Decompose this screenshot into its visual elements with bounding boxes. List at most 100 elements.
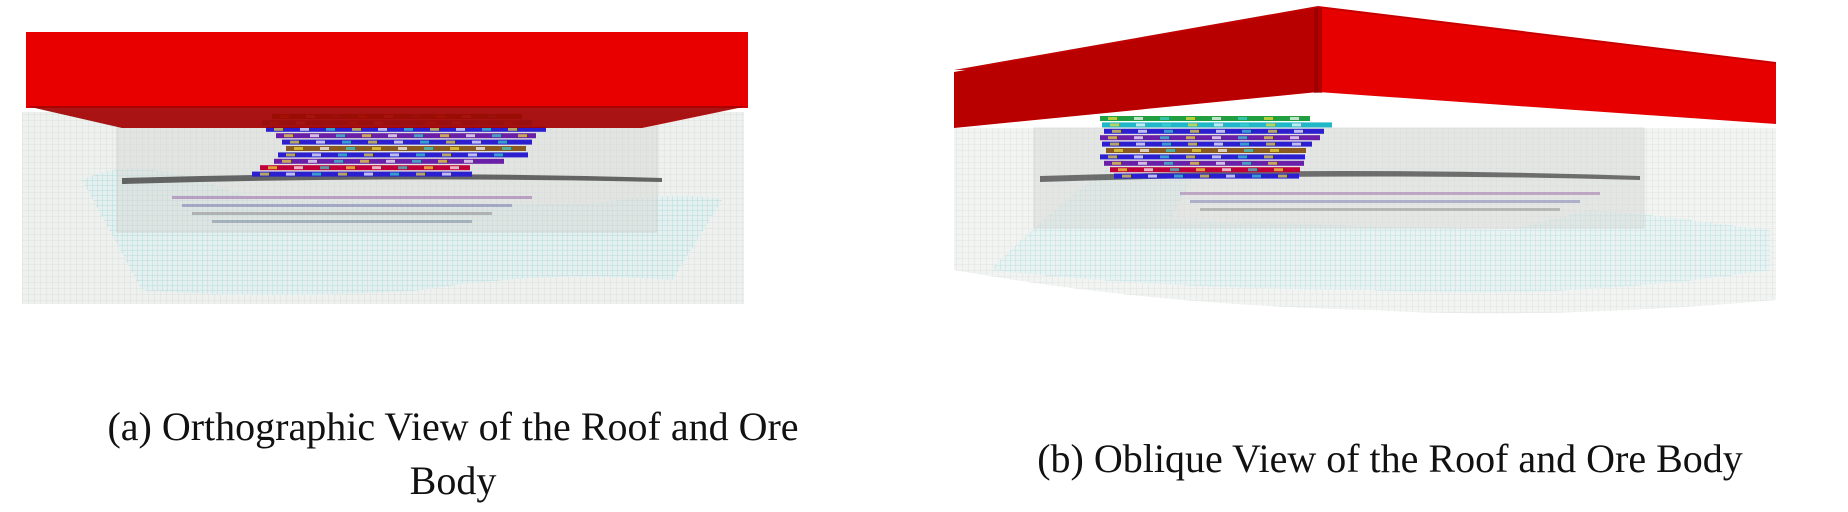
- ore-layer-detail: [342, 140, 351, 144]
- oblique-model-render: [954, 6, 1776, 314]
- ore-layer-detail: [1240, 123, 1249, 127]
- ore-layer-detail: [450, 166, 459, 170]
- ore-layer-detail: [468, 153, 477, 157]
- roof-ridge-shade: [1314, 8, 1322, 93]
- ore-layer-detail: [294, 166, 303, 170]
- ore-layer-detail: [300, 127, 309, 131]
- ore-layer-detail: [1112, 129, 1121, 133]
- ore-layer-detail: [1238, 155, 1247, 159]
- ore-layer-detail: [1278, 174, 1287, 178]
- ore-layer: [260, 165, 470, 171]
- ore-layer-detail: [294, 147, 303, 150]
- ore-layer-detail: [372, 147, 381, 150]
- ore-layer-detail: [442, 153, 451, 157]
- ore-layer-detail: [286, 172, 295, 176]
- ore-layer-detail: [420, 140, 429, 144]
- ore-layer-detail: [1238, 117, 1247, 120]
- ore-layer-detail: [1226, 174, 1235, 178]
- ore-layer-detail: [1264, 155, 1273, 159]
- ore-layer-detail: [1174, 174, 1183, 178]
- ore-layer-detail: [368, 140, 377, 144]
- ore-layer-detail: [456, 127, 465, 131]
- ore-layer: [278, 152, 528, 158]
- ore-layer-detail: [326, 127, 335, 131]
- ore-layer-detail: [1290, 117, 1299, 120]
- ore-layer-detail: [312, 172, 321, 176]
- ore-layer-detail: [424, 166, 433, 170]
- ore-layer-detail: [1186, 155, 1195, 159]
- ore-layer-detail: [1268, 129, 1277, 133]
- caption-b: (b) Oblique View of the Roof and Ore Bod…: [950, 432, 1830, 486]
- ore-layer-detail: [336, 134, 345, 138]
- ore-layer-detail: [466, 134, 475, 138]
- ore-layer-detail: [1164, 161, 1173, 165]
- ore-layer-detail: [442, 172, 451, 176]
- ore-layer-detail: [1110, 142, 1119, 146]
- ore-layer-detail: [388, 134, 397, 138]
- ore-layer-detail: [438, 159, 447, 163]
- ore-layer-detail: [1218, 149, 1227, 152]
- ore-layer-detail: [352, 127, 361, 131]
- caption-b-text: (b) Oblique View of the Roof and Ore Bod…: [1037, 436, 1743, 481]
- ore-layer-detail: [1252, 174, 1261, 178]
- ore-layer-detail: [1160, 117, 1169, 120]
- ore-layer-detail: [1266, 142, 1275, 146]
- ore-layer-detail: [424, 147, 433, 150]
- roof-underside: [26, 106, 748, 128]
- ore-layer-detail: [1134, 117, 1143, 120]
- ore-layer-detail: [398, 147, 407, 150]
- caption-a-line2: Body: [409, 458, 497, 503]
- ore-layer-detail: [1222, 168, 1231, 172]
- ore-layer-detail: [1268, 161, 1277, 165]
- ore-layer-detail: [404, 127, 413, 131]
- ore-layer-detail: [1138, 129, 1147, 133]
- ore-layer-detail: [1244, 149, 1253, 152]
- ore-layer-detail: [1294, 129, 1303, 133]
- ore-layer-detail: [1214, 123, 1223, 127]
- ore-layer-detail: [1170, 168, 1179, 172]
- ore-layer-detail: [1266, 123, 1275, 127]
- ore-layer-detail: [1134, 136, 1143, 140]
- ore-layer: [252, 171, 472, 177]
- ore-layer-detail: [450, 147, 459, 150]
- ore-layer-detail: [498, 140, 507, 144]
- ore-layer-detail: [1166, 149, 1175, 152]
- lower-strata: [172, 196, 532, 223]
- ore-layer-detail: [1108, 117, 1117, 120]
- ore-body-layers: [1100, 116, 1332, 179]
- ore-layer-detail: [360, 159, 369, 163]
- ore-layer-detail: [1148, 174, 1157, 178]
- ore-layer-detail: [502, 147, 511, 150]
- ore-layer-detail: [316, 140, 325, 144]
- ore-layer: [276, 133, 536, 139]
- ore-layer-detail: [1136, 123, 1145, 127]
- ore-layer-detail: [1160, 136, 1169, 140]
- ore-layer-detail: [446, 140, 455, 144]
- roof-front-face: [26, 32, 748, 108]
- ore-layer-detail: [1188, 123, 1197, 127]
- ore-layer-detail: [1240, 142, 1249, 146]
- ore-layer: [1100, 116, 1310, 121]
- ore-layer-detail: [290, 140, 299, 144]
- ore-layer: [1104, 160, 1304, 166]
- ore-layer-detail: [338, 153, 347, 157]
- ore-layer-detail: [1162, 142, 1171, 146]
- ore-layer-detail: [1248, 168, 1257, 172]
- ore-layer-detail: [390, 172, 399, 176]
- ore-layer-detail: [338, 172, 347, 176]
- ore-layer-detail: [1264, 117, 1273, 120]
- caption-a-line1: (a) Orthographic View of the Roof and Or…: [107, 404, 799, 449]
- ore-layer-detail: [1140, 149, 1149, 152]
- ore-layer-detail: [372, 166, 381, 170]
- ore-layer-detail: [1110, 123, 1119, 127]
- ore-layer-detail: [508, 127, 517, 131]
- ore-layer-detail: [1200, 174, 1209, 178]
- ore-layer: [1100, 154, 1305, 160]
- ore-layer-detail: [1216, 129, 1225, 133]
- ore-layer-detail: [472, 140, 481, 144]
- ore-layer-detail: [476, 147, 485, 150]
- ore-layer-detail: [1190, 129, 1199, 133]
- ore-layer: [1106, 148, 1306, 153]
- ore-layer-detail: [1196, 168, 1205, 172]
- ore-layer-detail: [518, 134, 527, 138]
